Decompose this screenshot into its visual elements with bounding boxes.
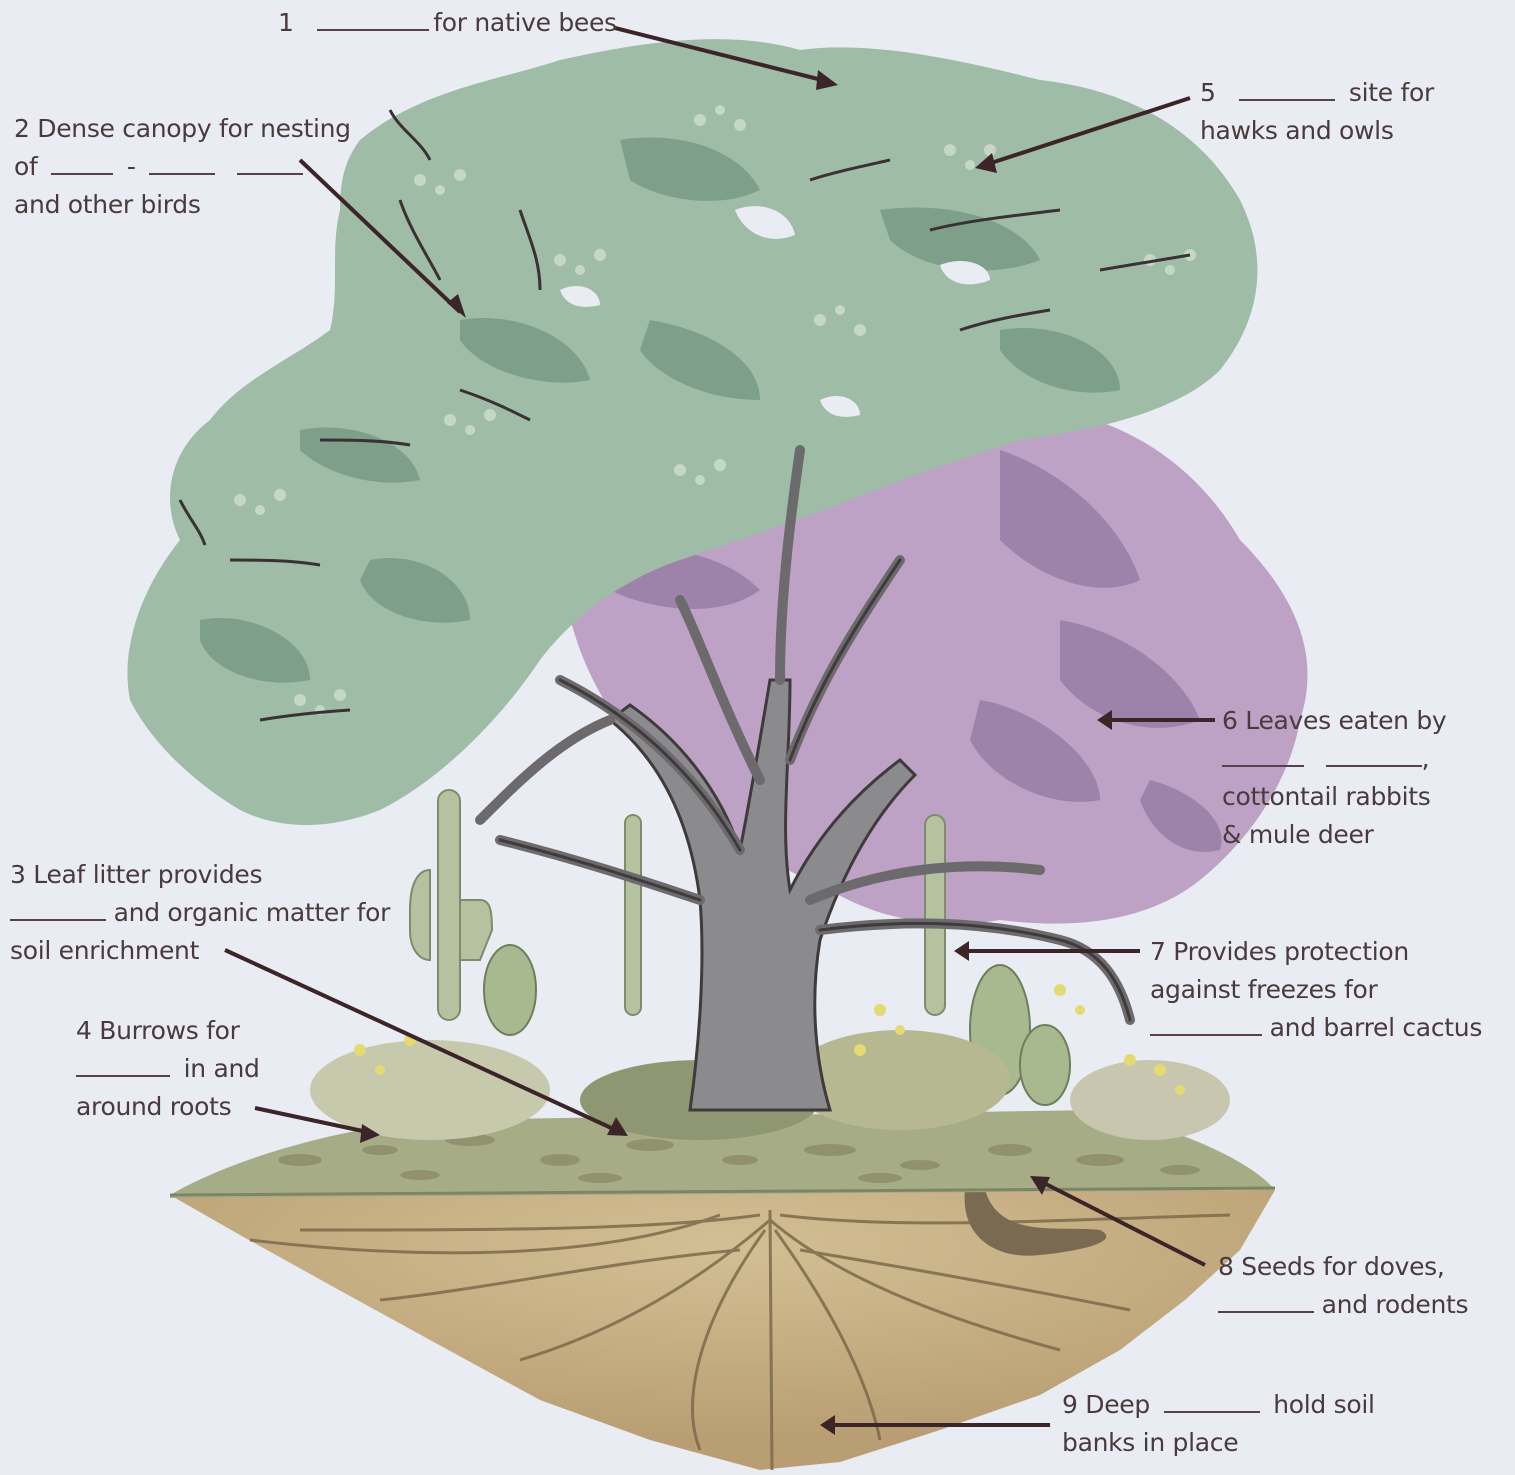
label-9-line-1: 9 Deep hold soil [1062, 1386, 1375, 1424]
label-6-blank-2 [1326, 741, 1422, 767]
label-9-line-2: banks in place [1062, 1424, 1375, 1462]
label-6-leaves-eaten: 6 Leaves eaten by , cottontail rabbits &… [1222, 702, 1446, 854]
label-7-freeze-protection: 7 Provides protection against freezes fo… [1150, 933, 1482, 1047]
label-3-leaf-litter: 3 Leaf litter provides and organic matte… [10, 856, 390, 970]
label-6-line-2: , [1222, 740, 1446, 778]
label-1-native-bees: 1 for native bees [278, 4, 617, 42]
label-1-number: 1 [278, 8, 294, 37]
label-5-line-2: hawks and owls [1200, 112, 1434, 150]
label-9-deep-roots: 9 Deep hold soil banks in place [1062, 1386, 1375, 1462]
label-2-blank-2 [149, 149, 215, 175]
label-3-line-2: and organic matter for [10, 894, 390, 932]
label-2-blank-3 [237, 149, 303, 175]
label-3-line-3: soil enrichment [10, 932, 390, 970]
label-5-blank [1239, 75, 1335, 101]
label-2-line-1: 2 Dense canopy for nesting [14, 110, 351, 148]
label-4-line-1: 4 Burrows for [76, 1012, 260, 1050]
label-6-blank-1 [1222, 741, 1304, 767]
label-5-line-1: 5 site for [1200, 74, 1434, 112]
label-2-line-3: and other birds [14, 186, 351, 224]
label-7-line-3: and barrel cactus [1150, 1009, 1482, 1047]
label-7-line-2: against freezes for [1150, 971, 1482, 1009]
label-7-line-1: 7 Provides protection [1150, 933, 1482, 971]
label-1-blank [317, 5, 429, 31]
label-2-dense-canopy: 2 Dense canopy for nesting of - and othe… [14, 110, 351, 224]
label-7-blank [1150, 1010, 1262, 1036]
label-6-line-4: & mule deer [1222, 816, 1446, 854]
label-8-line-2: and rodents [1218, 1286, 1468, 1324]
label-8-seeds: 8 Seeds for doves, and rodents [1218, 1248, 1468, 1324]
label-4-blank [76, 1051, 170, 1077]
label-9-blank [1164, 1387, 1260, 1413]
label-8-line-1: 8 Seeds for doves, [1218, 1248, 1468, 1286]
label-1-text: for native bees [433, 8, 617, 37]
label-4-burrows: 4 Burrows for in and around roots [76, 1012, 260, 1126]
label-5-hawks-owls: 5 site for hawks and owls [1200, 74, 1434, 150]
label-2-line-2: of - [14, 148, 351, 186]
label-6-line-1: 6 Leaves eaten by [1222, 702, 1446, 740]
label-3-blank [10, 895, 106, 921]
label-3-line-1: 3 Leaf litter provides [10, 856, 390, 894]
label-2-blank-1 [51, 149, 113, 175]
label-8-blank [1218, 1287, 1314, 1313]
label-4-line-3: around roots [76, 1088, 260, 1126]
label-6-line-3: cottontail rabbits [1222, 778, 1446, 816]
label-4-line-2: in and [76, 1050, 260, 1088]
